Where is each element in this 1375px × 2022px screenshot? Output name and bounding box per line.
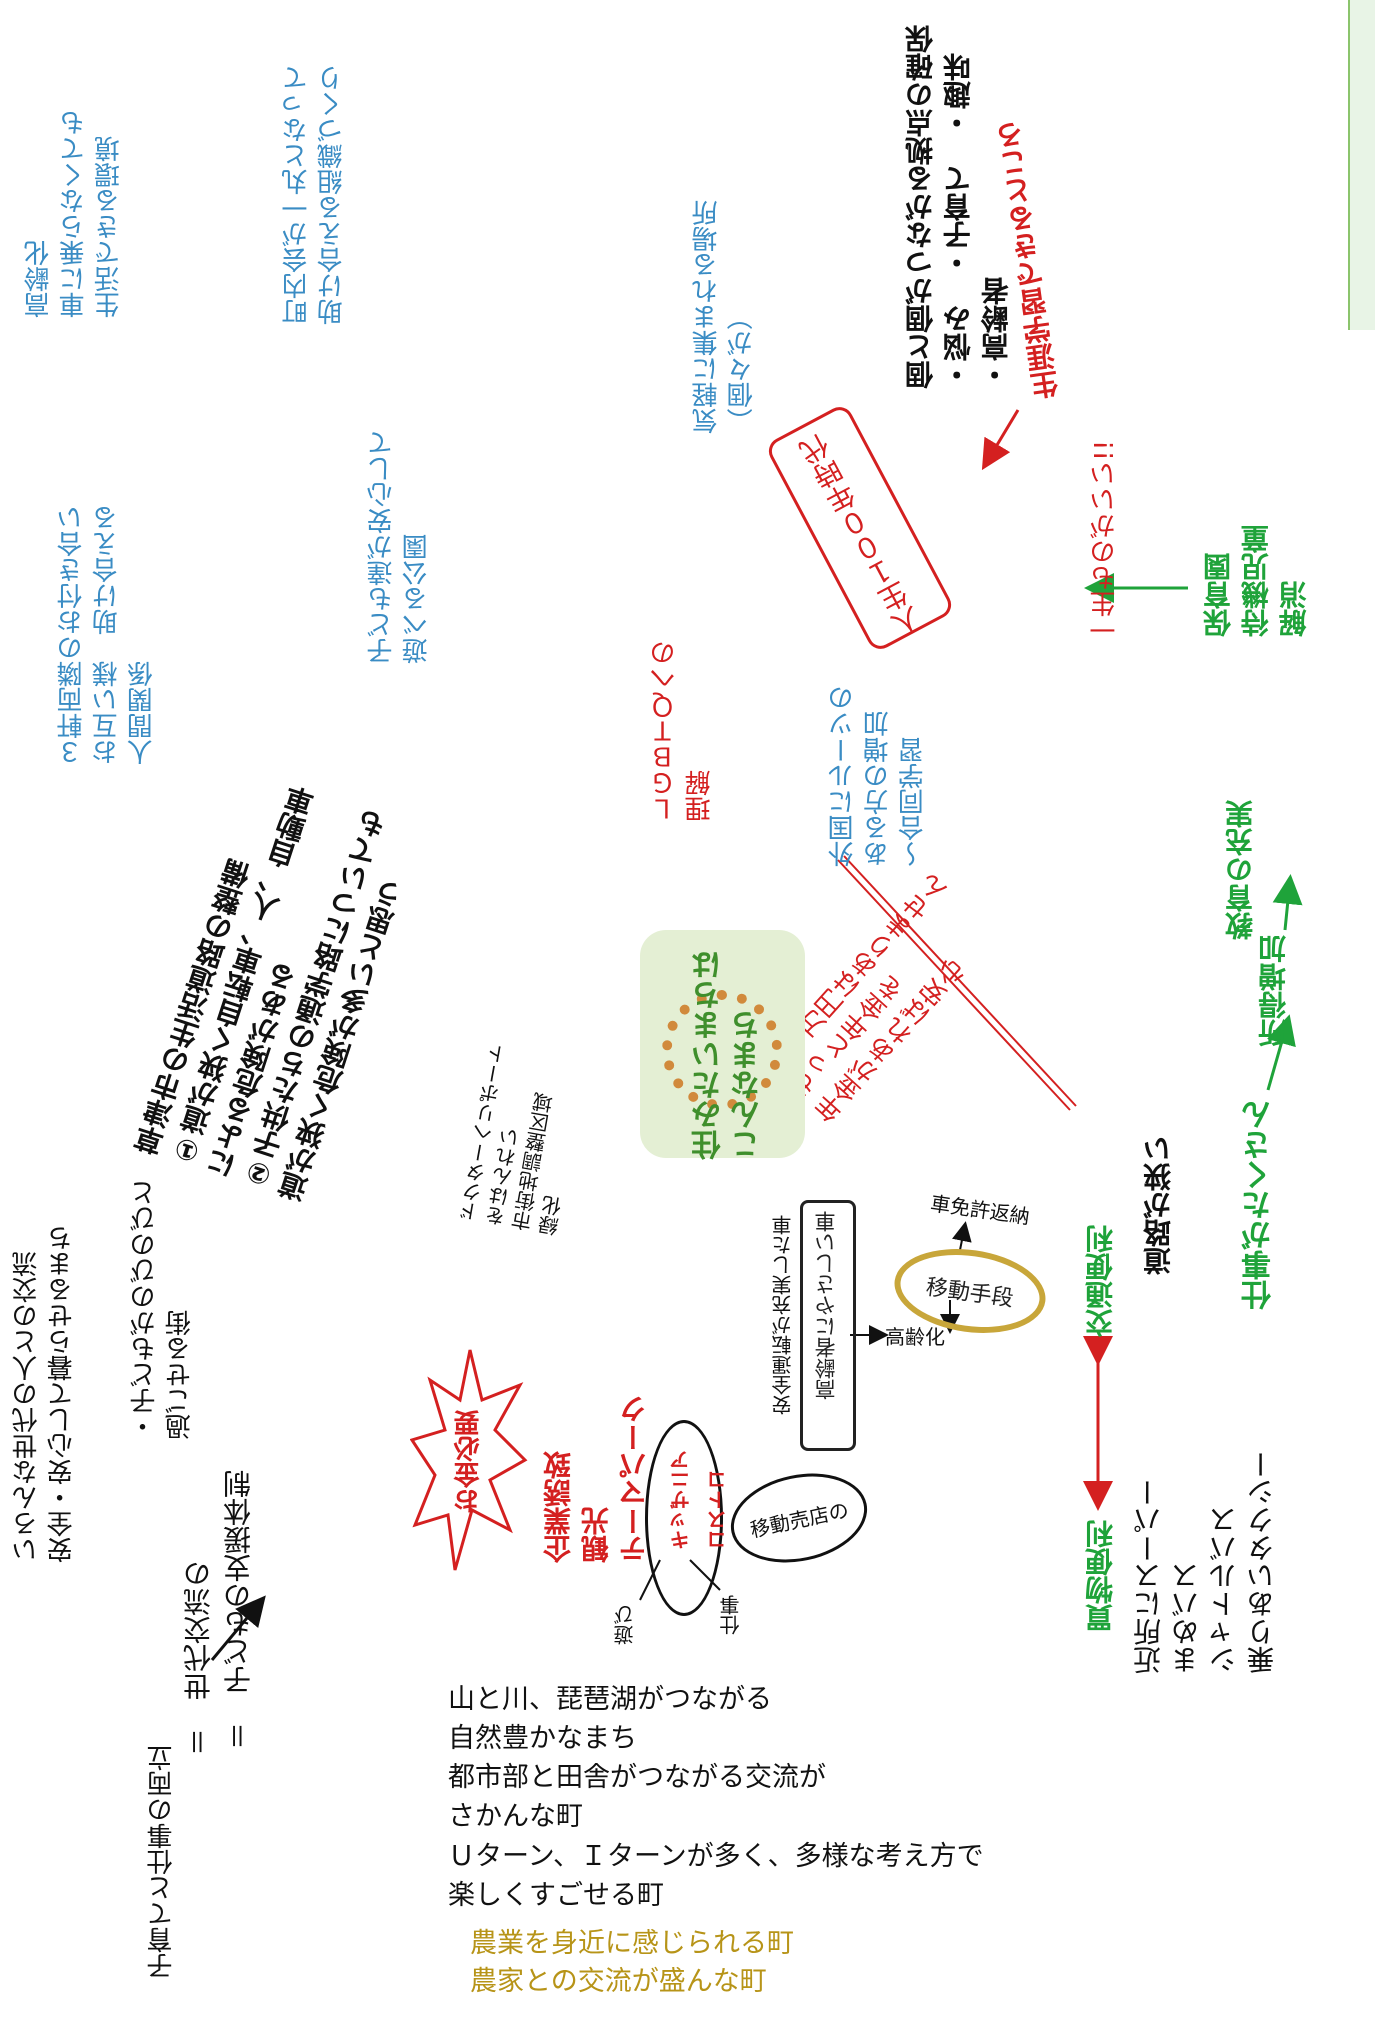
note-kaimono-benri: 買物便利 [1084,1520,1117,1632]
note-asobi-small: 遊び [613,1605,637,1645]
note-okane: お金必要 [454,1410,484,1514]
arrow-shogai-to-jinsei [981,409,1020,471]
arrow-shotoku-to-kyoiku [1272,874,1303,931]
note-shigoto: 仕事がたくさん [1242,1100,1277,1310]
note-costco: コストコ [706,1470,730,1550]
yasashii-kuruma-label: 高齢者にやさしい車 [814,1211,838,1400]
corner-thumbnail-image [1348,0,1375,330]
note-koreika: 高齢化 [885,1325,945,1349]
note-koreika-env: 高齢化 車に乗らなくても 生活できる環境 [24,110,125,318]
idobaiten-label: 移動売店の [747,1497,851,1542]
note-kinjo: ３軒両隣のお付き合い お互い様 助け合える 人間関係 [57,505,158,765]
kyzania-oval [645,1420,723,1616]
note-anzen-unten: 安全運転が充実した車 [771,1215,795,1415]
underline-nisen-2 [843,855,1077,1107]
note-kodomo-koen: 子ども達が安心して 遊べる公園 [367,430,433,664]
note-nogyo: 農業を身近に感じられる町 農家との交流が盛んな町 [470,1928,794,1997]
note-yama-kawa: 山と川、琵琶湖がつながる 自然豊かなまち 都市部と田舎がつながる交流が さかんな… [448,1684,984,1911]
note-kigyo: 企業誘致 観光 テーマパーク [542,1395,651,1563]
note-equals2: ＝ 世代交流の [182,1560,215,1757]
note-shigoto-small: 仕事 [719,1595,743,1635]
note-kotsu-benri: 交通便利 [1084,1225,1117,1337]
note-hoikuen: 保育園 待機児童 解消 [1202,525,1311,637]
note-shotoku: 所得増加 [1257,935,1290,1047]
center-badge: 住みたいまちは こんなまち [640,930,805,1160]
yasashii-kuruma-box: 高齢者にやさしい車 [800,1200,856,1451]
note-kyoiku: 教育の充実 [1224,800,1257,940]
center-title: 住みたいまちは こんなまち [692,950,766,1160]
underline-nisen [837,859,1071,1111]
note-chonaikai: 町内会が一丸となって 助け合える組織づくり [282,65,348,325]
money-star-shape [410,1349,528,1571]
note-equals1: ＝ 子どもの支援体制 [222,1470,255,1751]
note-doro-semai: 道路が狭い [1142,1135,1175,1275]
town-ring-icon [662,990,782,1110]
note-isshogai: 一生ものがいい!! [1090,440,1120,643]
note-kosodate-shigoto: 子育てと仕事の両立 [147,1745,177,1979]
arrow-to-menkyo [952,1221,972,1251]
note-gaikoku: 外国にルーツの ある方の増加 〜合同学習 [828,685,929,867]
note-kigaru: 気軽に集まれる場所 （個々が） [692,200,758,434]
note-sedai-koryu-town: いろんな世代の人との交流 安全・安心して暮らせるまち [12,1225,78,1563]
note-kodomo-nobinobi: ・子どもがのびのびと 過ごせる街 [130,1180,196,1440]
arrow-sedai [210,1595,266,1661]
note-transport-list: 近所にスーパー まめバス シャトルバス 乗りあいタクシー [1132,1450,1279,1674]
note-kyoten: 個と個がつながる拠点の確保 ・悩み ・子育て ・趣味 ・高齢者 [904,25,1013,389]
note-lgbtq: ＬＧＢＴＱへの 理解 [650,640,716,822]
arrow-shigoto-to-shotoku [1266,1014,1296,1091]
idoshudan-label: 移動手段 [924,1274,1015,1312]
note-kyzania: キッザニア [669,1450,693,1550]
